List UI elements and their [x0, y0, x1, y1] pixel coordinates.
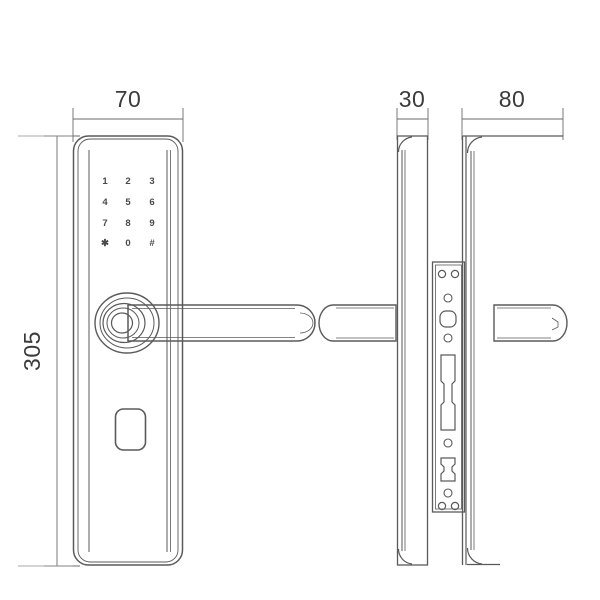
dimension-group-height-305	[44, 135, 80, 567]
rosette-ring-3	[99, 297, 155, 349]
keypad-key-2[interactable]: 2	[125, 176, 130, 187]
small-hole-upper	[443, 293, 453, 303]
front-body-bevel	[77, 138, 179, 563]
small-hole-lower	[443, 333, 453, 343]
deadbolt-slot	[440, 457, 456, 482]
dimension-group-depth-30	[396, 108, 429, 140]
card-reader-window[interactable]	[114, 408, 147, 451]
side-view-lever-right	[493, 304, 568, 342]
screw-hole-bottom-right	[450, 501, 460, 511]
lever-arm-outline[interactable]	[127, 304, 316, 342]
rosette-ring-outer	[94, 292, 160, 354]
rosette-ring-1	[106, 307, 140, 339]
screw-hole-bottom-left	[437, 501, 447, 511]
keypad-key-1[interactable]: 1	[102, 176, 108, 187]
small-hole-mid	[443, 438, 453, 448]
keypad-key-8[interactable]: 8	[125, 218, 130, 229]
side-panel-80-corner-bl	[466, 547, 483, 565]
mortise-faceplate	[431, 261, 466, 513]
small-hole-bottom	[443, 488, 453, 498]
side-view-lever-left	[318, 304, 397, 342]
dimension-label-height: 305	[19, 331, 45, 371]
keypad-key-3[interactable]: 3	[149, 176, 154, 187]
handle-rosette	[94, 292, 160, 354]
spindle-hole	[439, 310, 457, 328]
mortise-plate-inner	[435, 264, 462, 510]
side-panel-80-corner-tl	[466, 136, 483, 154]
dimension-label-depth-a: 30	[399, 86, 426, 112]
dimension-label-width: 70	[115, 86, 142, 112]
mortise-plate-outline	[431, 261, 466, 513]
front-body-outline	[72, 135, 184, 566]
keypad[interactable]: 1 2 3 4 5 6 7 8 9 ✱ 0 #	[101, 176, 155, 249]
dimension-group-width-70	[72, 108, 184, 142]
screw-hole-top-right	[450, 269, 460, 279]
side-panel-80	[461, 135, 563, 566]
keypad-key-5[interactable]: 5	[125, 197, 131, 208]
card-reader-outline[interactable]	[114, 408, 147, 451]
side-panel-30-corner-bl	[397, 548, 413, 565]
projection-lines	[18, 135, 73, 567]
front-view	[72, 135, 184, 566]
rosette-ring-2	[102, 302, 146, 344]
dimension-label-depth-b: 80	[499, 86, 526, 112]
side-lever-right-outline	[493, 304, 568, 342]
side-panel-30-corner-tl	[397, 136, 413, 153]
side-panel-30	[396, 135, 429, 566]
front-handle-lever[interactable]	[127, 304, 316, 342]
side-lever-left-outline	[318, 304, 397, 342]
keypad-key-4[interactable]: 4	[102, 197, 108, 208]
latch-slot-long	[440, 354, 456, 431]
side-lever-right-tip	[551, 317, 559, 331]
rosette-hub	[110, 312, 134, 334]
keypad-key-9[interactable]: 9	[149, 218, 154, 229]
keypad-key-star[interactable]: ✱	[101, 238, 110, 249]
screw-hole-top-left	[437, 269, 447, 279]
dimension-group-depth-80	[461, 108, 564, 140]
keypad-key-0[interactable]: 0	[125, 238, 130, 249]
lever-tip-curve	[299, 312, 314, 334]
keypad-key-hash[interactable]: #	[149, 238, 155, 249]
keypad-key-7[interactable]: 7	[102, 218, 107, 229]
keypad-key-6[interactable]: 6	[149, 197, 154, 208]
side-panel-30-outline	[396, 135, 429, 566]
